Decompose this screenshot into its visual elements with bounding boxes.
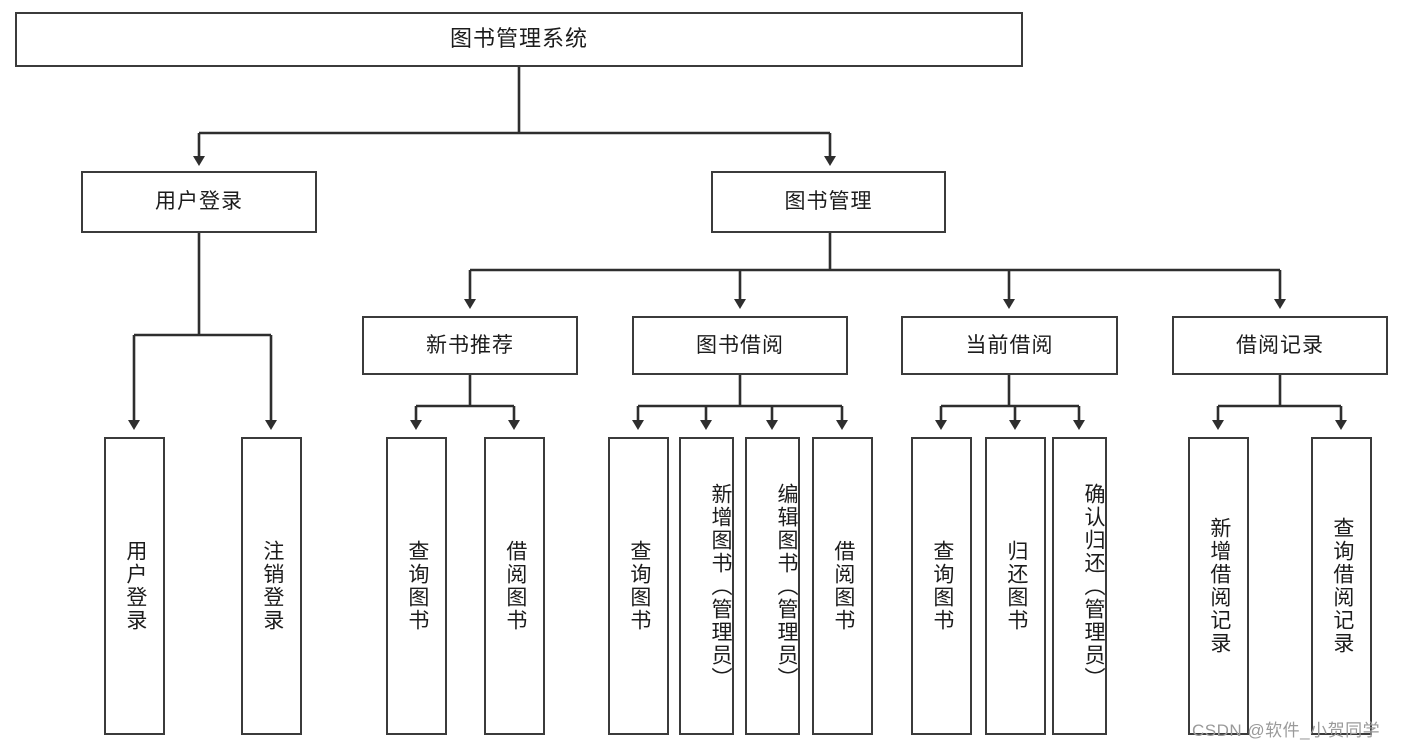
node-book-management[interactable]: 图书管理 [711, 171, 946, 233]
node-book-borrowing[interactable]: 图书借阅 [632, 316, 848, 375]
node-leaf-query-book-borrowing[interactable]: 查询图书 [608, 437, 669, 735]
node-leaf-query-book-current[interactable]: 查询图书 [911, 437, 972, 735]
node-current-borrowing[interactable]: 当前借阅 [901, 316, 1118, 375]
node-leaf-add-borrowing-record[interactable]: 新增借阅记录 [1188, 437, 1249, 735]
node-leaf-user-login[interactable]: 用户登录 [104, 437, 165, 735]
node-leaf-edit-book-admin[interactable]: 编辑图书（管理员） [745, 437, 800, 735]
node-root-book-management-system[interactable]: 图书管理系统 [15, 12, 1023, 67]
watermark-text: CSDN @软件_小贺同学 [1192, 721, 1381, 740]
node-leaf-borrow-book[interactable]: 借阅图书 [812, 437, 873, 735]
node-leaf-return-book[interactable]: 归还图书 [985, 437, 1046, 735]
node-leaf-logout[interactable]: 注销登录 [241, 437, 302, 735]
node-leaf-borrow-book-recommendation[interactable]: 借阅图书 [484, 437, 545, 735]
node-leaf-query-book-recommendation[interactable]: 查询图书 [386, 437, 447, 735]
node-new-book-recommendation[interactable]: 新书推荐 [362, 316, 578, 375]
node-leaf-query-borrowing-record[interactable]: 查询借阅记录 [1311, 437, 1372, 735]
node-leaf-confirm-return-admin[interactable]: 确认归还（管理员） [1052, 437, 1107, 735]
node-user-login[interactable]: 用户登录 [81, 171, 317, 233]
node-leaf-add-book-admin[interactable]: 新增图书（管理员） [679, 437, 734, 735]
node-borrowing-record[interactable]: 借阅记录 [1172, 316, 1388, 375]
